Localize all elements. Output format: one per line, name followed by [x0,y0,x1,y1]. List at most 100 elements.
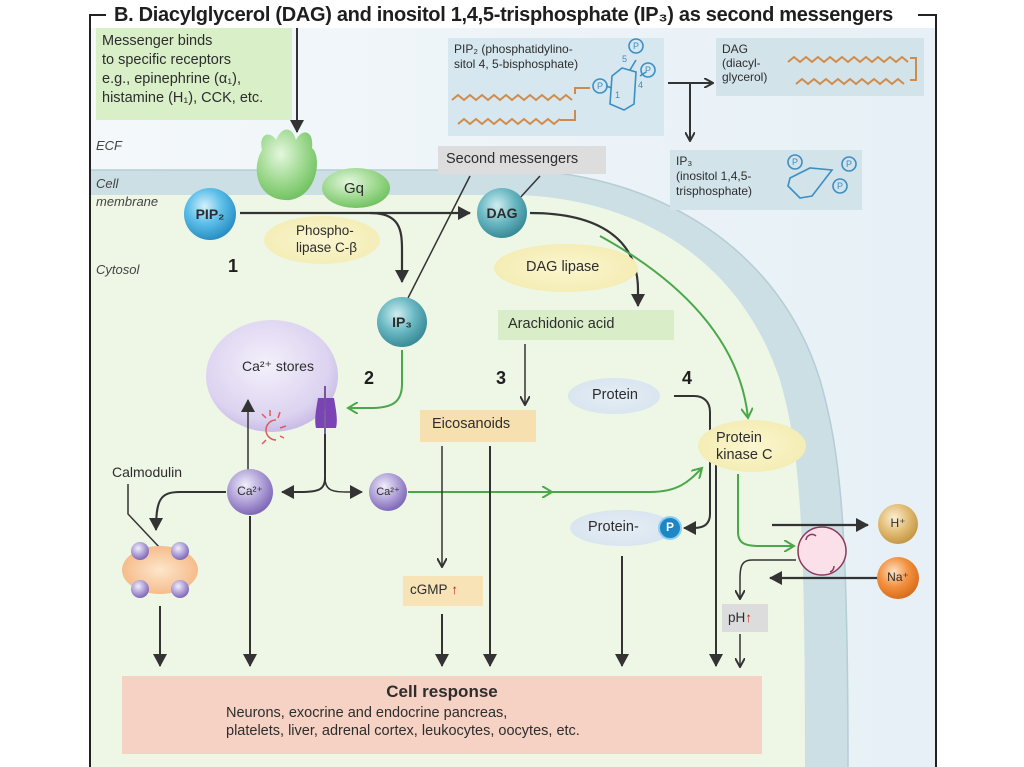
cell-response-heading: Cell response [386,682,498,701]
calcium-pump-icon [261,410,287,445]
ca-stores [206,320,338,432]
plc-label-line2: lipase C-β [296,240,358,255]
step-2: 2 [364,368,375,388]
second-messengers-box [438,146,606,174]
messenger-line: to specific receptors [102,52,231,68]
h-ion [878,504,918,544]
cell-response-line1: Neurons, exocrine and endocrine pancreas… [226,705,508,721]
pip2-structure-line2: sitol 4, 5-bisphosphate) [454,57,579,71]
step-3: 3 [496,368,507,388]
ecf-label: ECF [96,138,122,153]
phosphate-icon: P [846,159,852,169]
cgmp-text: cGMP [410,582,448,597]
ip3-structure-line3: trisphosphate) [676,184,753,198]
phosphate-icon: P [645,65,651,75]
na-h-exchanger-icon [797,526,847,576]
cell-response-box [122,676,762,754]
membrane-label-line1: Cell [96,176,119,191]
ca-ion-left [227,469,273,515]
ph-box [722,604,768,632]
messenger-description: Messenger binds to specific receptors e.… [102,32,263,108]
dag-structure-box [716,38,924,96]
pip2-structure-line1: PIP₂ (phosphatidylino- [454,42,573,56]
ring-position-5: 5 [622,54,628,64]
membrane-label-line2: membrane [96,194,159,209]
gq-protein [322,168,390,208]
ca-ion-left-label: Ca²⁺ [237,484,263,498]
ip3-inositol-ring [787,154,857,199]
ph-label: pH↑ [728,610,752,625]
ring-position-4: 4 [638,80,644,90]
ca-ion-right [369,473,407,511]
second-messengers-label: Second messengers [446,151,579,167]
ip3-label: IP₃ [392,314,412,330]
cell-response-line2: platelets, liver, adrenal cortex, leukoc… [226,723,580,739]
phosphate-icon: P [633,41,639,51]
phosphate-icon: P [792,157,798,167]
calmodulin-complex-icon [122,542,198,598]
cgmp-box [403,576,483,606]
ip3-structure-box [670,150,862,210]
cell-response-list: Neurons, exocrine and endocrine pancreas… [226,704,580,740]
h-ion-label: H⁺ [890,516,906,530]
ring-position-1: 1 [615,90,621,100]
cytosol-label: Cytosol [96,262,140,277]
up-arrow-icon: ↑ [447,582,459,597]
up-arrow-icon: ↑ [745,610,753,625]
ca-stores-label: Ca²⁺ stores [242,358,314,374]
dag-structure-line2: (diacyl- [722,56,761,70]
pkc-label-line2: kinase C [716,447,773,463]
title-frame [89,14,937,767]
pkc-label-line1: Protein [716,430,762,446]
ip3-receptor-channel-icon [315,386,337,434]
dag-structure-label: DAG (diacyl- glycerol) [722,42,767,84]
protein-p-label: Protein- [588,519,639,535]
protein [568,378,660,414]
protein-phosphorylated [570,510,674,546]
arachidonic-acid-label: Arachidonic acid [508,316,615,332]
dag-structure-line3: glycerol) [722,70,768,84]
dag-sphere [477,188,527,238]
figure-title: B. Diacylglycerol (DAG) and inositol 1,4… [108,4,900,27]
phosphate-icon: P [597,81,603,91]
messenger-box [96,28,292,120]
na-ion-label: Na⁺ [887,570,909,584]
plc-label: Phospho- lipase C-β [296,222,357,256]
phosphate-icon: P [837,181,843,191]
ca-ion-right-label: Ca²⁺ [376,486,400,498]
dag-structure-line1: DAG [722,42,749,56]
dag-lipase-label: DAG lipase [526,259,600,275]
pip2-lipid-tails [451,87,590,126]
pip2-inositol-ring [592,38,656,111]
pip2-structure-box [448,38,664,136]
ip3-structure-line2: (inositol 1,4,5- [676,169,752,183]
ph-text: pH [728,610,746,625]
arachidonic-acid-box [498,310,674,340]
pip2-structure-label: PIP₂ (phosphatidylino- sitol 4, 5-bispho… [454,42,578,72]
dag-lipase [494,244,638,292]
gq-label: Gq [344,180,365,197]
phosphate-badge-icon [658,516,682,540]
messenger-line: e.g., epinephrine (α₁), [102,71,242,87]
ip3-structure-line1: IP₃ [676,154,693,168]
eicosanoids-label: Eicosanoids [432,416,511,432]
phospholipase-c-beta [264,216,380,264]
pkc-label: Protein kinase C [716,430,772,464]
calmodulin-label: Calmodulin [112,464,183,480]
phosphate-badge-label: P [665,520,674,534]
messenger-line: histamine (H₁), CCK, etc. [102,90,264,106]
cgmp-label: cGMP ↑ [410,582,458,597]
pip2-sphere [184,188,236,240]
dag-label: DAG [486,205,518,221]
step-1: 1 [228,256,239,276]
messenger-line: Messenger binds [102,33,213,49]
ip3-sphere [377,297,427,347]
dag-lipid-tails [787,55,917,86]
plc-label-line1: Phospho- [296,223,354,238]
receptor-icon [256,129,317,201]
protein-kinase-c [698,420,806,472]
eicosanoids-box [420,410,536,442]
ip3-structure-label: IP₃ (inositol 1,4,5- trisphosphate) [676,154,752,199]
na-ion [877,557,919,599]
step-4: 4 [682,368,693,388]
